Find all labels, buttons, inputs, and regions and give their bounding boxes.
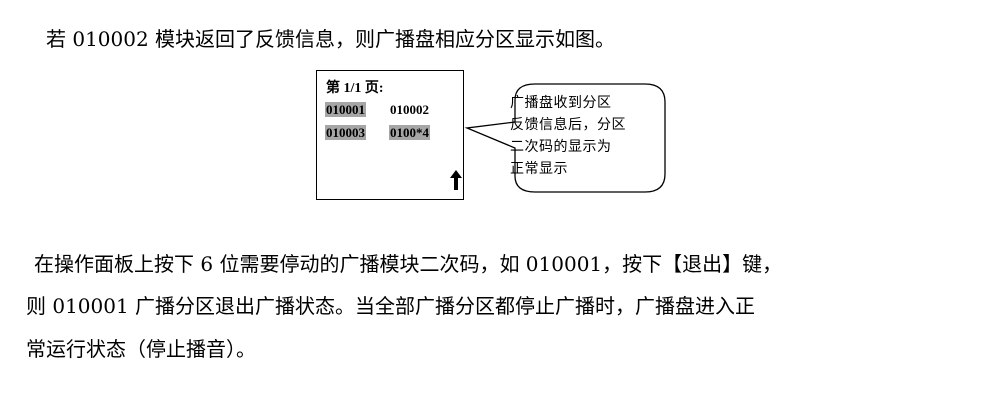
paragraph-line-2: 在操作面板上按下 6 位需要停动的广播模块二次码，如 010001，按下【退出】… [34, 252, 783, 276]
callout-text: 广播盘收到分区 反馈信息后，分区 二次码的显示为 正常显示 [510, 92, 660, 180]
paragraph-line-3: 则 010001 广播分区退出广播状态。当全部广播分区都停止广播时，广播盘进入正 [26, 294, 756, 318]
zone-code-cell: 010003 [325, 125, 366, 140]
paragraph-line-4: 常运行状态（停止播音）。 [26, 337, 256, 361]
callout-bubble [464, 83, 666, 193]
paragraph-line-1: 若 010002 模块返回了反馈信息，则广播盘相应分区显示如图。 [46, 27, 616, 51]
zone-code-cell: 010001 [325, 102, 366, 117]
callout-line: 二次码的显示为 [510, 139, 612, 155]
display-panel: 第 1/1 页: 010001 010002 010003 0100*4 [316, 70, 464, 200]
zone-code-cell: 0100*4 [389, 125, 430, 140]
up-arrow-icon [450, 170, 462, 190]
callout-line: 广播盘收到分区 [510, 95, 612, 111]
zone-code-cell: 010002 [390, 102, 429, 117]
callout-line: 正常显示 [510, 161, 568, 177]
panel-page-title: 第 1/1 页: [326, 81, 384, 96]
callout-line: 反馈信息后，分区 [510, 117, 626, 133]
